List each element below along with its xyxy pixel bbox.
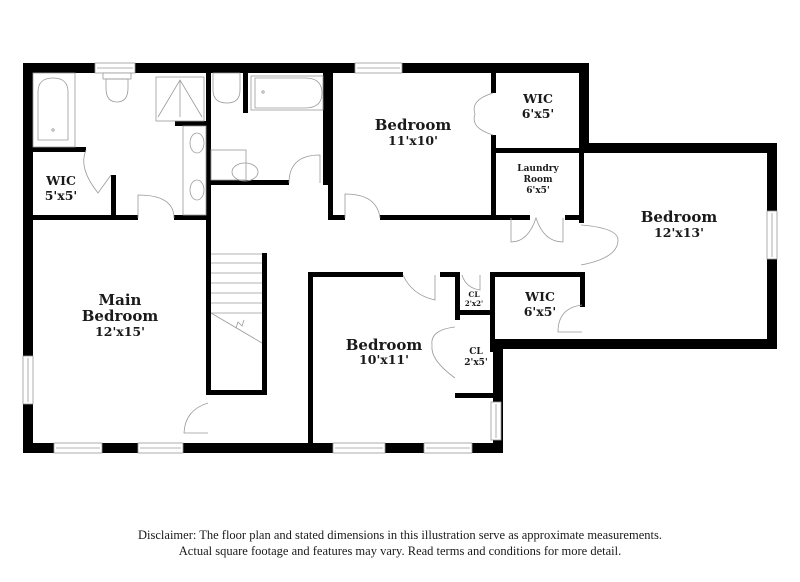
room-label-bedroom-2-dims: 11'x10'	[388, 133, 438, 148]
room-label-bedroom-3-name: Bedroom	[641, 208, 718, 226]
room-label-bedroom-4-name: Bedroom	[346, 336, 423, 354]
hall-bath-fixtures	[210, 72, 324, 182]
room-label-bedroom-4-dims: 10'x11'	[359, 352, 409, 367]
interior-walls	[33, 73, 585, 448]
room-label-wic-main-dims: 5'x5'	[45, 188, 78, 203]
room-label-laundry-dims: 6'x5'	[526, 186, 549, 196]
room-label-laundry-line1: Laundry	[517, 164, 559, 174]
room-label-wic-3-dims: 6'x5'	[524, 304, 557, 319]
room-label-wic-2-name: WIC	[522, 91, 553, 106]
staircase	[210, 253, 263, 344]
master-bath-fixtures	[32, 72, 207, 216]
room-label-wic-main-name: WIC	[45, 173, 76, 188]
room-label-main-bedroom-line1: Main	[99, 291, 142, 309]
doors	[83, 92, 619, 434]
room-label-bedroom-2-name: Bedroom	[375, 116, 452, 134]
room-label-wic-3-name: WIC	[524, 289, 555, 304]
room-label-wic-2-dims: 6'x5'	[522, 106, 555, 121]
room-label-main-bedroom-line2: Bedroom	[82, 307, 159, 325]
disclaimer-line-2: Actual square footage and features may v…	[178, 544, 622, 558]
room-label-cl-small-name: CL	[468, 290, 480, 299]
room-label-main-bedroom-dims: 12'x15'	[95, 324, 145, 339]
room-label-cl-bedroom-4-name: CL	[469, 347, 483, 357]
room-label-bedroom-3-dims: 12'x13'	[654, 225, 704, 240]
room-labels: WIC 5'x5' Main Bedroom 12'x15' Bedroom 1…	[45, 91, 718, 368]
room-label-cl-small-dims: 2'x2'	[465, 299, 483, 308]
disclaimer-line-1: Disclaimer: The floor plan and stated di…	[138, 528, 662, 542]
room-label-laundry-line2: Room	[523, 175, 552, 185]
windows	[22, 62, 778, 454]
room-label-cl-bedroom-4-dims: 2'x5'	[464, 358, 487, 368]
